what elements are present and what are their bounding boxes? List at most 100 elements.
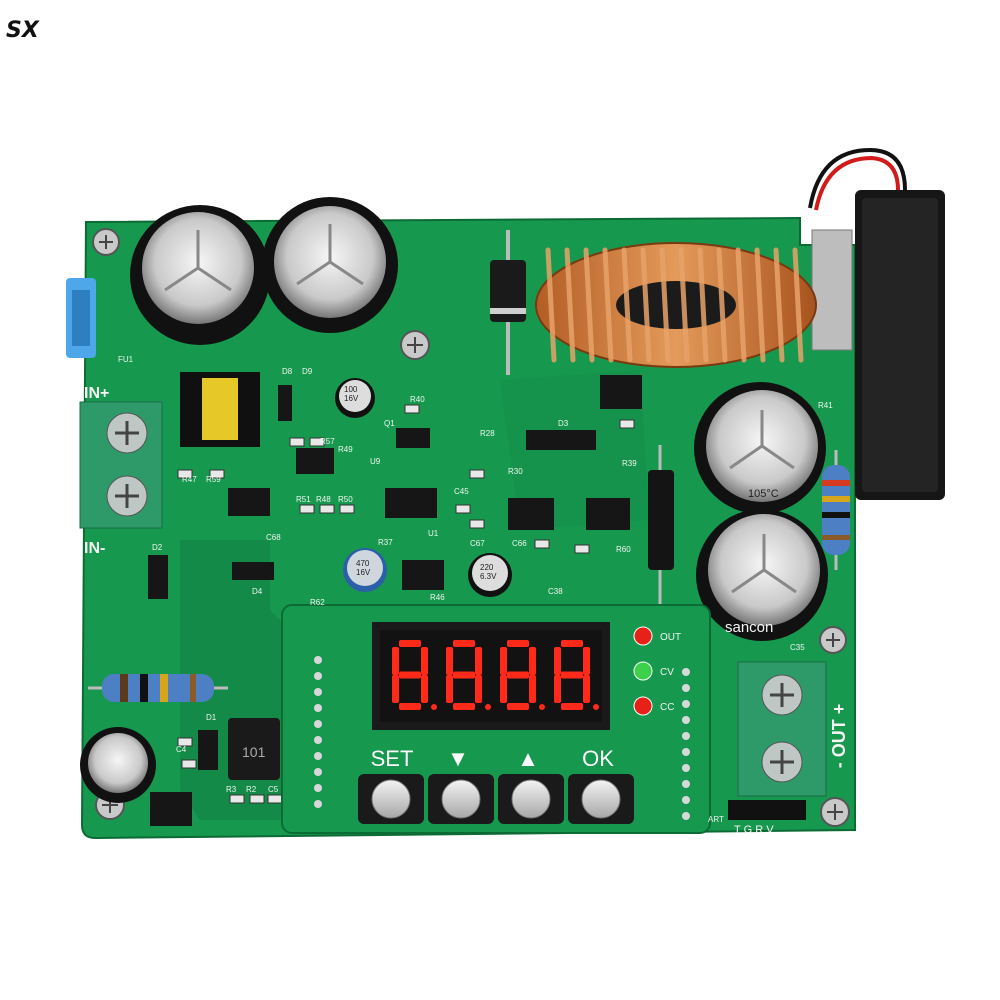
header-pin xyxy=(682,700,690,708)
electrolytic-capacitor: sancon xyxy=(696,509,828,641)
header-pin xyxy=(682,684,690,692)
smd-resistor xyxy=(249,794,265,804)
header-pin xyxy=(314,800,322,808)
ic-chip xyxy=(586,498,630,530)
svg-text:16V: 16V xyxy=(356,568,371,577)
smd-resistor xyxy=(404,404,420,414)
cap-brand-label: sancon xyxy=(725,619,773,636)
designator-label: C66 xyxy=(512,539,527,548)
digit-0-segment-g xyxy=(399,671,421,679)
coil-turn xyxy=(754,247,766,363)
smd-resistor xyxy=(619,419,635,429)
ic-chip xyxy=(402,560,444,590)
digit-1-segment-f xyxy=(446,647,453,675)
svg-text:101: 101 xyxy=(242,744,266,760)
designator-label: R40 xyxy=(410,395,425,404)
label-in-plus: IN+ xyxy=(84,385,109,402)
designator-label: R3 xyxy=(226,785,237,794)
designator-label: D9 xyxy=(302,367,313,376)
led-out xyxy=(633,626,653,646)
blade-fuse: FU1 xyxy=(66,278,134,364)
digit-2-segment-b xyxy=(529,647,536,675)
header-pin xyxy=(314,784,322,792)
ic-chip xyxy=(150,792,192,826)
coil-turn xyxy=(697,247,709,363)
ok-button[interactable] xyxy=(568,774,634,824)
header-pin xyxy=(682,796,690,804)
smd-resistor xyxy=(177,737,193,747)
coil-turn xyxy=(735,247,747,363)
svg-text:100: 100 xyxy=(344,385,358,394)
smd-resistor xyxy=(289,437,305,447)
designator-label: D2 xyxy=(152,543,163,552)
digit-3-segment-g xyxy=(561,671,583,679)
smd-inductor: 101 xyxy=(228,718,280,780)
ic-chip xyxy=(508,498,554,530)
seven-segment-display xyxy=(392,640,599,710)
smd-resistor xyxy=(209,469,225,479)
ic-chip xyxy=(148,555,168,599)
coil-turn xyxy=(545,247,557,363)
designator-label: Q1 xyxy=(384,419,395,428)
smd-resistor xyxy=(267,794,283,804)
coil-turn xyxy=(640,247,652,363)
smd-resistor xyxy=(455,504,471,514)
coil-turn xyxy=(716,247,728,363)
svg-text:470: 470 xyxy=(356,559,370,568)
electrolytic-capacitor: 105°C xyxy=(694,382,826,514)
header-pin xyxy=(314,704,322,712)
led-label-cv: CV xyxy=(660,667,674,678)
header-pin xyxy=(682,812,690,820)
coil-turn xyxy=(678,247,690,363)
down-button[interactable] xyxy=(428,774,494,824)
digit-3-segment-a xyxy=(561,640,583,647)
coil-windings xyxy=(545,247,804,363)
designator-label: C38 xyxy=(548,587,563,596)
header-pin xyxy=(314,752,322,760)
coil-turn xyxy=(792,247,804,363)
designator-label: R28 xyxy=(480,429,495,438)
ic-chip xyxy=(198,730,218,770)
header-pin xyxy=(682,748,690,756)
status-leds: OUT CV CC xyxy=(633,626,681,716)
designator-label: R51 xyxy=(296,495,311,504)
led-label-cc: CC xyxy=(660,702,674,713)
input-terminal-block xyxy=(79,401,163,529)
button-label-up: ▲ xyxy=(517,746,539,771)
digit-3-segment-d xyxy=(561,703,583,710)
ic-chip xyxy=(232,562,274,580)
designator-label: R37 xyxy=(378,538,393,547)
header-pin xyxy=(682,732,690,740)
small-capacitor: 470 16V xyxy=(343,548,387,592)
header-pin xyxy=(682,780,690,788)
cap-temp-label: 105°C xyxy=(748,488,779,500)
designator-label: R62 xyxy=(310,598,325,607)
up-button[interactable] xyxy=(498,774,564,824)
rectifier-diode xyxy=(490,230,526,375)
digit-0-segment-e xyxy=(392,675,399,703)
ic-chip xyxy=(396,428,430,448)
mount-screw-icon xyxy=(92,228,120,256)
digit-0-decimal-point xyxy=(431,704,437,710)
watermark-logo: SX xyxy=(6,18,39,43)
digit-1-segment-b xyxy=(475,647,482,675)
pin-header xyxy=(314,656,690,820)
smd-resistor xyxy=(181,759,197,769)
designator-label: C4 xyxy=(176,745,187,754)
ic-chip xyxy=(296,448,334,474)
coil-turn xyxy=(659,247,671,363)
axial-resistor xyxy=(88,674,228,702)
designator-label: R2 xyxy=(246,785,257,794)
designator-label: R41 xyxy=(818,401,833,410)
mount-screw-icon xyxy=(400,330,430,360)
set-button[interactable] xyxy=(358,774,424,824)
smd-resistor xyxy=(299,504,315,514)
designator-label: R39 xyxy=(622,459,637,468)
digit-3-segment-c xyxy=(583,675,590,703)
led-label-out: OUT xyxy=(660,632,681,643)
mount-screw-icon xyxy=(820,797,850,827)
designator-label: C5 xyxy=(268,785,279,794)
header-pin xyxy=(314,688,322,696)
designator-label: C35 xyxy=(790,643,805,652)
